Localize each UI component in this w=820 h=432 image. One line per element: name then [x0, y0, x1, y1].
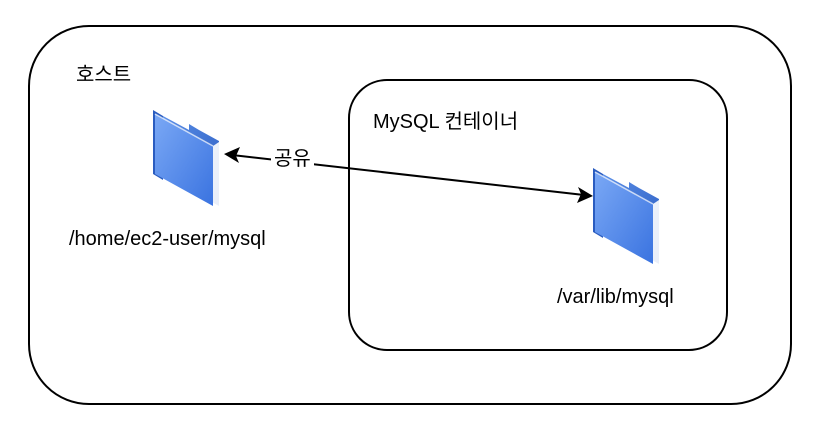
host-folder-path: /home/ec2-user/mysql	[69, 228, 266, 250]
container-title: MySQL 컨테이너	[373, 111, 519, 133]
container-folder-path: /var/lib/mysql	[557, 286, 674, 308]
arrowhead-left-icon	[224, 147, 240, 163]
arrowhead-right-icon	[577, 187, 593, 203]
container-box	[348, 79, 728, 351]
share-label: 공유	[271, 147, 314, 171]
host-title: 호스트	[76, 64, 132, 86]
folder-icon	[593, 168, 659, 264]
folder-icon	[153, 110, 219, 206]
